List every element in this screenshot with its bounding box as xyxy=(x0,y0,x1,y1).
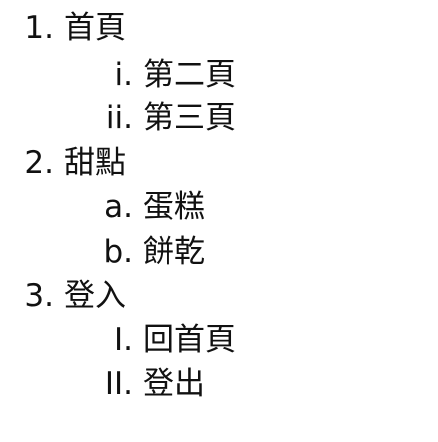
menu-item-label: 甜點 xyxy=(64,145,126,181)
submenu-item-back-home[interactable]: I. 回首頁 xyxy=(6,318,236,362)
list-marker: ii. xyxy=(105,100,133,136)
menu-item-desserts[interactable]: 2. 甜點 xyxy=(6,141,126,185)
submenu-item-label: 第二頁 xyxy=(143,57,236,93)
submenu-item-page-three[interactable]: ii. 第三頁 xyxy=(6,96,236,140)
submenu-item-page-two[interactable]: i. 第二頁 xyxy=(6,53,236,97)
submenu-item-label: 回首頁 xyxy=(143,322,236,358)
submenu-item-logout[interactable]: II. 登出 xyxy=(6,362,205,406)
submenu-item-label: 第三頁 xyxy=(143,100,236,136)
submenu-item-label: 登出 xyxy=(143,366,205,402)
list-marker: b. xyxy=(103,234,133,270)
list-marker: i. xyxy=(114,57,133,93)
menu-item-home[interactable]: 1. 首頁 xyxy=(6,6,126,50)
list-marker: 1. xyxy=(24,10,54,46)
submenu-item-label: 餅乾 xyxy=(143,234,205,270)
menu-item-login[interactable]: 3. 登入 xyxy=(6,274,126,318)
menu-item-label: 首頁 xyxy=(64,10,126,46)
menu-item-label: 登入 xyxy=(64,278,126,314)
list-marker: II. xyxy=(104,366,133,402)
submenu-item-label: 蛋糕 xyxy=(143,189,205,225)
list-marker: I. xyxy=(114,322,133,358)
submenu-item-cookies[interactable]: b. 餅乾 xyxy=(6,230,205,274)
list-marker: a. xyxy=(104,189,133,225)
list-marker: 3. xyxy=(24,278,54,314)
list-marker: 2. xyxy=(24,145,54,181)
submenu-item-cake[interactable]: a. 蛋糕 xyxy=(6,185,205,229)
